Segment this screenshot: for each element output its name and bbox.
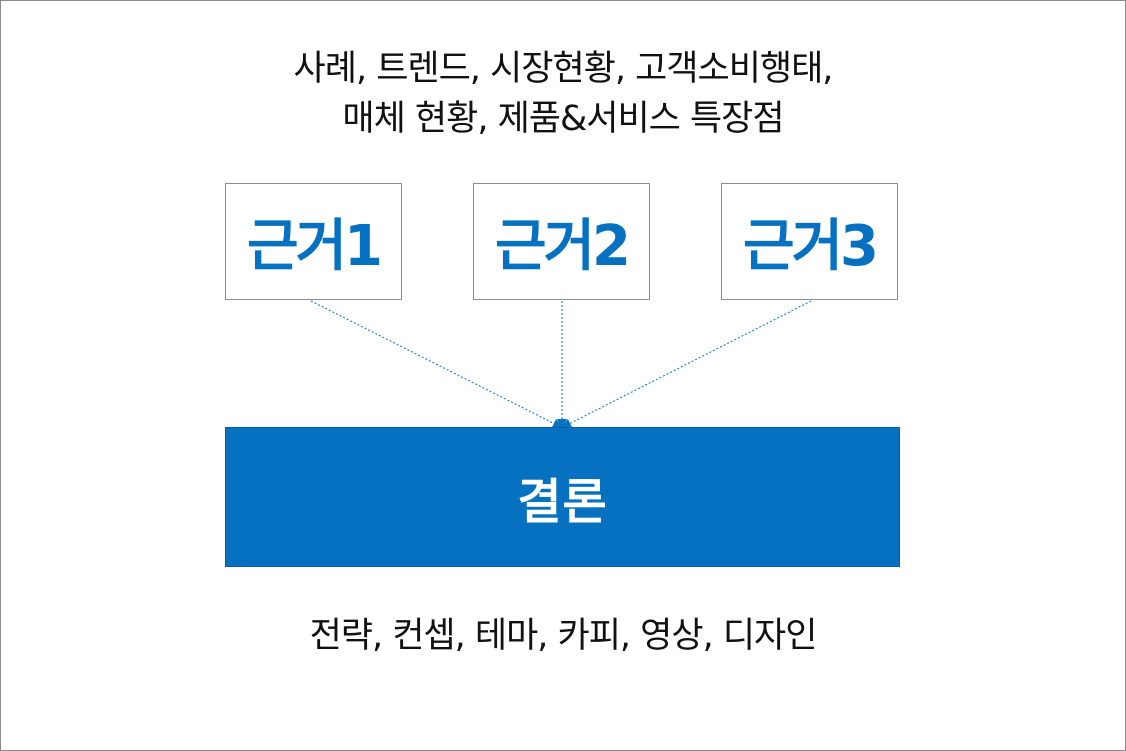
evidence-label-1: 근거1: [246, 214, 383, 279]
input-categories-line-2: 매체 현황, 제품&서비스 특장점: [342, 99, 784, 139]
input-categories-text: 사례, 트렌드, 시장현황, 고객소비행태, 매체 현황, 제품&서비스 특장점: [0, 44, 1126, 144]
evidence-label-3: 근거3: [742, 214, 879, 279]
output-categories-text: 전략, 컨셉, 테마, 카피, 영상, 디자인: [309, 616, 818, 656]
conclusion-box: 결론: [225, 427, 900, 567]
connector-line-1: [310, 300, 563, 428]
connector-line-3: [561, 300, 812, 428]
evidence-box-1: 근거1: [225, 183, 402, 300]
conclusion-label: 결론: [517, 474, 608, 530]
evidence-box-3: 근거3: [721, 183, 898, 300]
evidence-box-2: 근거2: [473, 183, 650, 300]
evidence-label-2: 근거2: [494, 214, 631, 279]
input-categories-line-1: 사례, 트렌드, 시장현황, 고객소비행태,: [293, 49, 834, 89]
